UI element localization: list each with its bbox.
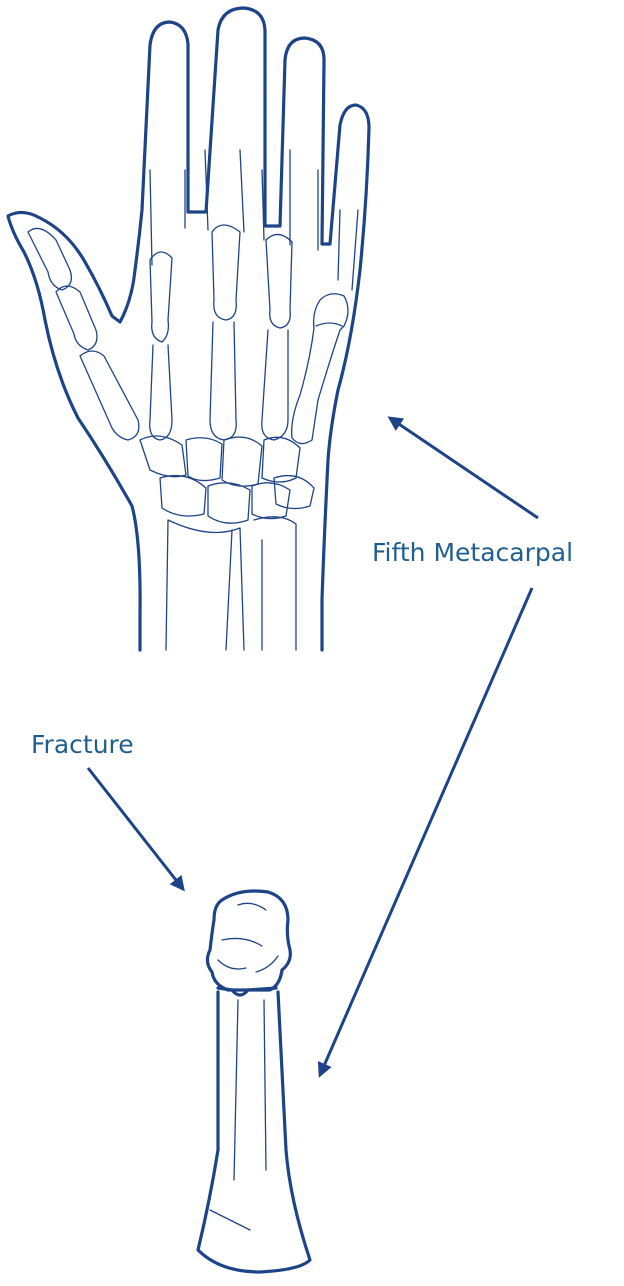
arrow-to-bone (320, 588, 532, 1075)
fractured-bone-illustration (198, 891, 310, 1272)
pointer-arrows (88, 418, 538, 1075)
fifth-metacarpal-label: Fifth Metacarpal (372, 538, 573, 568)
bone-shaft (198, 992, 310, 1272)
fracture-label: Fracture (31, 730, 134, 760)
hand-outline (8, 8, 369, 650)
bone-head-detail (218, 903, 278, 972)
finger-lines (150, 150, 358, 290)
hand-illustration (8, 8, 369, 650)
arrow-to-hand (390, 418, 538, 518)
arrow-to-fracture (88, 768, 183, 889)
forearm-bones (166, 517, 296, 650)
carpal-bones (140, 436, 314, 523)
